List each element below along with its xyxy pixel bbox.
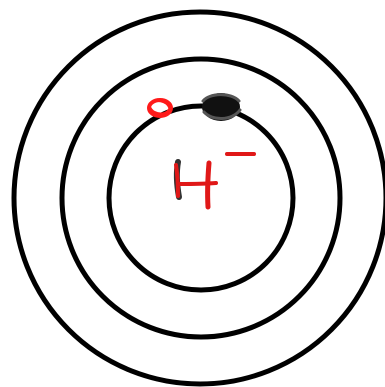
charge-label: − bbox=[242, 159, 243, 161]
middle-shell bbox=[62, 59, 340, 337]
electron-red bbox=[149, 100, 171, 116]
inner-shell bbox=[109, 106, 293, 290]
symbol-sketch bbox=[176, 154, 254, 207]
electron-black bbox=[202, 93, 240, 121]
outer-shell bbox=[14, 12, 385, 384]
symbol-label: H bbox=[198, 204, 199, 206]
